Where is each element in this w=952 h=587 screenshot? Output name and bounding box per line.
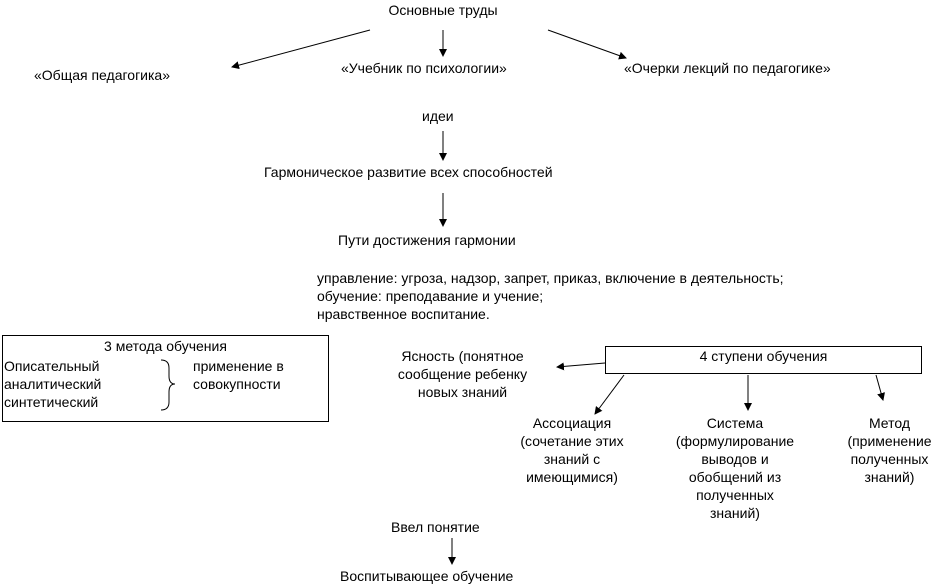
stage-method-line4: знаний) [864,469,915,485]
stage-association-line3: знаний с [543,451,601,467]
stages-box [605,346,922,374]
stage-method-line1: Метод [868,415,911,431]
main-works-title: Основные труды [388,2,498,18]
introduced-concept-label: Ввел понятие [391,519,480,535]
methods-combined-line1: применение в [193,358,284,374]
stage-clarity-line1: Ясность (понятное [401,348,524,364]
arrow-stages-to-method [875,374,885,401]
work-obshchaya-pedagogika: «Общая педагогика» [34,67,171,83]
stage-system-line2: (формулирование [675,433,795,449]
arrow-to-ocherki-lekciy [547,29,627,60]
method-descriptive: Описательный [4,358,100,374]
harmony-node: Гармоническое развитие всех способностей [264,164,553,180]
work-uchebnik-psihologii: «Учебник по психологии» [341,60,507,76]
methods-title: 3 метода обучения [104,338,227,354]
methods-box [2,335,329,422]
means-line-management: управление: угроза, надзор, запрет, прик… [317,270,784,286]
educative-teaching-node: Воспитывающее обучение [340,568,514,584]
stage-clarity-line2: сообщение ребенку [397,366,528,382]
stage-association-line4: имеющимися) [526,469,618,485]
method-synthetic: синтетический [4,394,99,410]
stage-system-line3: выводов и [701,451,769,467]
curly-brace [160,359,176,411]
stage-system-line4: обобщений из [688,469,782,485]
stage-association-line2: (сочетание этих [520,433,624,449]
arrow-stages-to-association [594,374,625,415]
means-line-teaching: обучение: преподавание и учение; [317,288,544,304]
stage-system-line5: полученных [696,487,774,503]
stage-association-line1: Ассоциация [532,415,612,431]
paths-node: Пути достижения гармонии [338,232,516,248]
methods-combined-line2: совокупности [193,376,281,392]
ideas-label: идеи [422,108,454,124]
stage-method-line3: полученных [850,451,929,467]
method-analytical: аналитический [4,376,102,392]
stage-method-line2: (применение [847,433,932,449]
stages-title: 4 ступени обучения [699,348,828,364]
stage-system-line1: Система [706,415,764,431]
arrow-stages-to-clarity [556,362,606,371]
arrow-to-obshchaya-pedagogika [231,29,371,70]
stage-system-line6: знаний) [710,505,760,521]
work-ocherki-lekciy: «Очерки лекций по педагогике» [624,60,831,76]
stage-clarity-line3: новых знаний [417,384,508,400]
means-line-moral: нравственное воспитание. [317,306,490,322]
